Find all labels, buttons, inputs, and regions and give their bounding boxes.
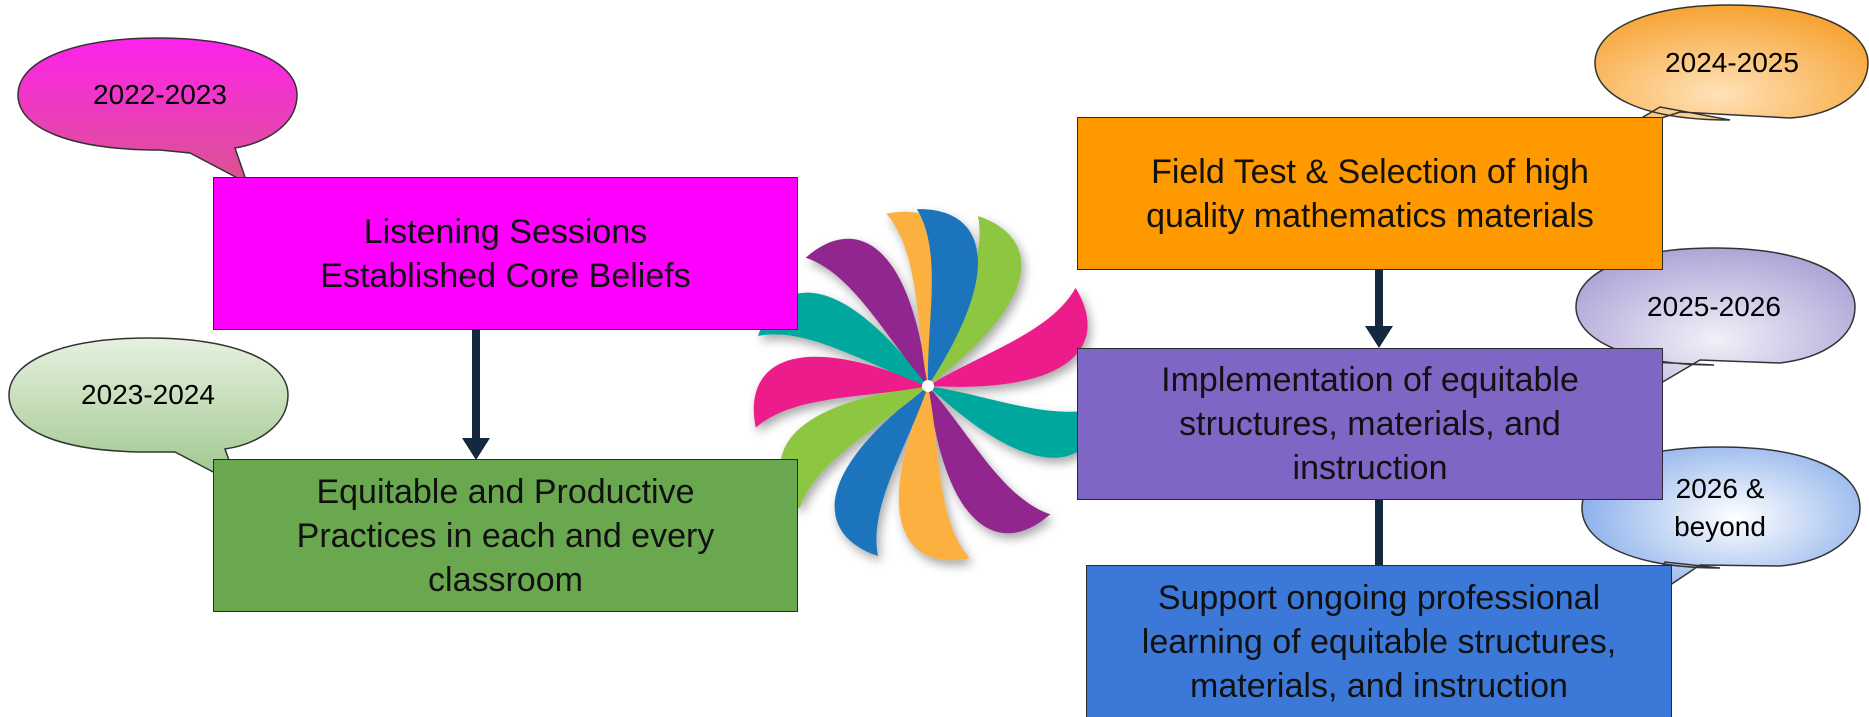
pinwheel-graphic [753, 209, 1105, 561]
arrow-left [462, 315, 490, 460]
year-label-line: 2026 & [1675, 473, 1765, 504]
box-text-line: materials, and instruction [1190, 666, 1568, 705]
box-text-line: quality mathematics materials [1146, 196, 1594, 235]
box-text-line: Implementation of equitable [1161, 361, 1579, 399]
box-text-line: learning of equitable structures, [1141, 622, 1617, 661]
bubble-2022 [17, 37, 298, 185]
box-implementation: Implementation of equitable structures, … [1077, 348, 1663, 500]
bubble-2023 [8, 337, 289, 487]
bubble-2024 [1594, 4, 1869, 133]
box-text-line: classroom [428, 560, 583, 599]
box-text-line: Equitable and Productive [316, 472, 695, 511]
box-professional-learning: Support ongoing professional learning of… [1086, 565, 1672, 717]
year-label-2025: 2025-2026 [1647, 291, 1781, 322]
year-label-2026: 2026 & beyond [1600, 470, 1840, 546]
box-equitable-practices: Equitable and Productive Practices in ea… [213, 459, 798, 612]
box-text-line: Practices in each and every [296, 516, 715, 555]
year-label-line: beyond [1674, 511, 1766, 542]
box-text-line: Support ongoing professional [1157, 578, 1601, 617]
box-text-line: structures, materials, and [1179, 405, 1561, 443]
box-text-line: Listening Sessions [363, 212, 648, 251]
year-label-2024: 2024-2025 [1665, 47, 1799, 78]
box-listening-sessions: Listening Sessions Established Core Beli… [213, 177, 798, 330]
year-label-2023: 2023-2024 [81, 379, 215, 410]
year-label-2022: 2022-2023 [93, 79, 227, 110]
box-text-line: Field Test & Selection of high [1151, 152, 1589, 191]
box-text-line: instruction [1292, 449, 1448, 487]
box-text-line: Established Core Beliefs [320, 256, 691, 295]
box-field-test: Field Test & Selection of high quality m… [1077, 117, 1663, 270]
bubble-2025 [1575, 247, 1856, 402]
